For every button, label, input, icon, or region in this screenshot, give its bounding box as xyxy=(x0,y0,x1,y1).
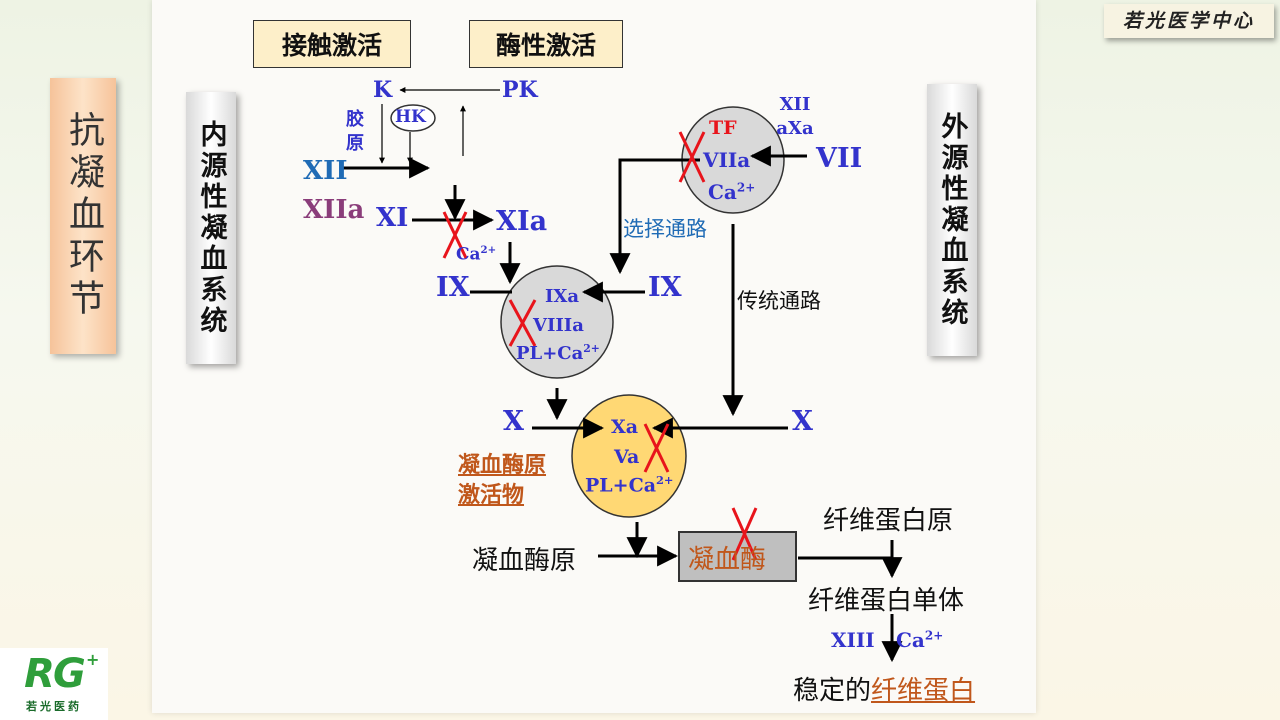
va-label: Va xyxy=(614,446,640,468)
xiii-label: XIII xyxy=(831,628,875,652)
ixa-label: IXa xyxy=(545,286,580,307)
pk-label: PK xyxy=(502,77,538,103)
x-right-label: X xyxy=(792,406,813,437)
k-label: K xyxy=(373,77,393,103)
logo-mark: RG xyxy=(24,651,86,697)
xiii-ca-label: Ca2+ xyxy=(896,628,944,652)
classic-path-label: 传统通路 xyxy=(737,289,821,313)
company-logo: RG + 若光医药 xyxy=(0,648,108,720)
xi-ca-label: Ca2+ xyxy=(456,244,497,265)
brand-banner: 若光医学中心 xyxy=(1104,4,1274,38)
ix-right-label: IX xyxy=(648,272,682,303)
inhibit-mark-thrombin xyxy=(731,507,758,561)
xia-label: XIa xyxy=(496,206,548,237)
tf-label: TF xyxy=(709,117,737,139)
viia-ca-label: Ca2+ xyxy=(708,180,756,204)
xiia-label: XIIa xyxy=(303,195,365,225)
viiia-label: VIIIa xyxy=(533,315,584,336)
inhibit-mark-ixa xyxy=(508,299,537,347)
collagen-label: 胶原 xyxy=(346,109,364,154)
thrombin-to-monomer-arrow xyxy=(798,556,903,579)
thrombin-label: 凝血酶 xyxy=(688,545,767,575)
inhibit-mark-xa xyxy=(643,423,670,473)
inhibit-mark-xi xyxy=(442,211,468,259)
alt-path-label: 选择通路 xyxy=(623,217,707,241)
xi-label: XI xyxy=(376,203,409,233)
inhibit-mark-viia xyxy=(678,131,706,183)
xa-label: Xa xyxy=(611,416,639,438)
fibrin-monomer-label: 纤维蛋白单体 xyxy=(808,586,965,616)
xii-axa-label: XII aXa xyxy=(776,94,814,139)
ixa-complex-pl-ca-label: PL+Ca2+ xyxy=(516,342,600,364)
contact-activation-tag: 接触激活 xyxy=(253,20,411,68)
vii-label: VII xyxy=(816,143,863,174)
stable-fibrin-label: 稳定的纤维蛋白 xyxy=(793,676,976,706)
x-left-label: X xyxy=(503,406,524,437)
logo-plus-icon: + xyxy=(86,650,100,669)
thrombin-box xyxy=(678,531,797,582)
viia-label: VIIa xyxy=(703,148,751,172)
intrinsic-label: 内源性凝血系统 xyxy=(186,92,236,364)
xa-complex-pl-ca-label: PL+Ca2+ xyxy=(585,473,674,497)
hk-node xyxy=(390,104,436,132)
ix-left-label: IX xyxy=(436,272,470,303)
logo-name: 若光医药 xyxy=(26,700,82,713)
alt-path-arrow xyxy=(609,158,700,275)
hk-label: HK xyxy=(395,107,426,127)
prothrombin-activator-label: 凝血酶原 激活物 xyxy=(458,453,547,508)
side-title: 抗凝血环节 xyxy=(50,78,116,354)
fibrinogen-label: 纤维蛋白原 xyxy=(823,506,954,536)
xii-label: XII xyxy=(303,156,348,186)
extrinsic-label: 外源性凝血系统 xyxy=(927,84,977,356)
enzyme-activation-tag: 酶性激活 xyxy=(469,20,623,68)
prothrombin-label: 凝血酶原 xyxy=(472,546,577,576)
